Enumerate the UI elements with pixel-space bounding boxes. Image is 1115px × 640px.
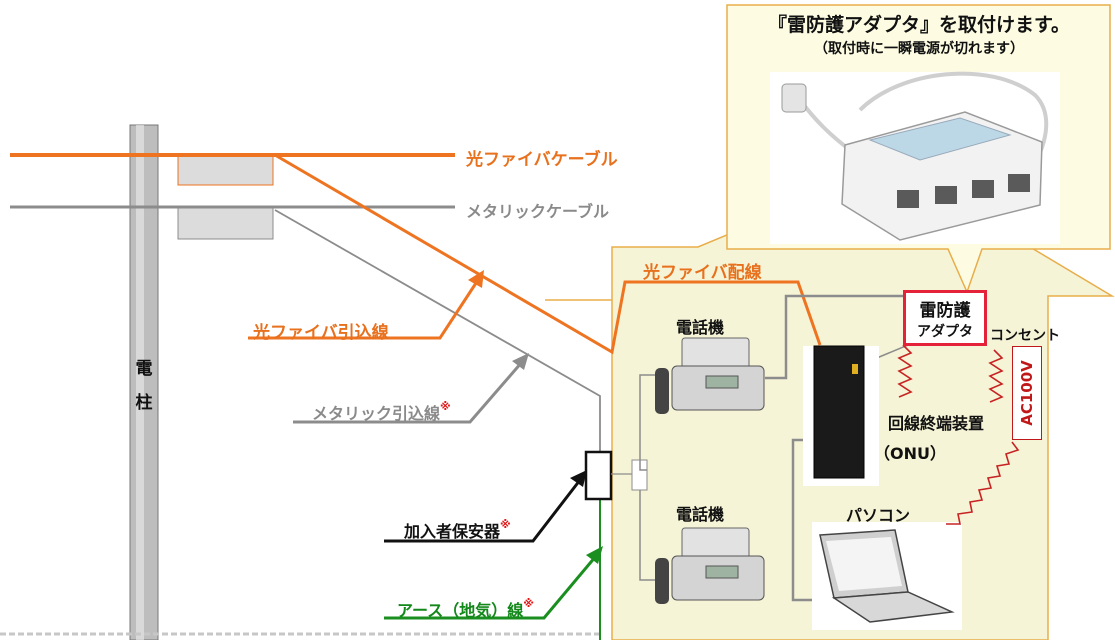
- onu-device: [803, 345, 879, 486]
- pc-label: パソコン: [846, 506, 911, 525]
- metallic-cable-label: メタリックケーブル: [466, 202, 610, 221]
- fiber-closure: [177, 154, 274, 186]
- footnote-mark: ※: [523, 597, 534, 610]
- fiber-drop-line: [274, 153, 822, 355]
- arrester-label-line2: アダプタ: [917, 324, 973, 340]
- callout-note: （取付時に一瞬電源が切れます）: [814, 41, 1024, 57]
- metallic-closure: [177, 206, 274, 240]
- lightning-arrester-adapter: 雷防護 アダプタ: [903, 290, 987, 346]
- pole-label: 電 柱: [135, 359, 153, 413]
- metallic-drop-label: メタリック引込線※: [312, 400, 451, 423]
- fiber-drop-label: 光ファイバ引込線: [253, 323, 389, 343]
- fiber-cable-label: 光ファイバケーブル: [466, 150, 618, 170]
- pc-laptop: [812, 522, 962, 630]
- phone-bottom-label: 電話機: [676, 505, 725, 524]
- subscriber-protector-label: 加入者保安器※: [404, 518, 511, 541]
- onu-paren-label: （ONU）: [874, 444, 946, 463]
- ac-voltage-label: AC100V: [1018, 360, 1036, 426]
- subscriber-protector-box: [584, 450, 613, 501]
- surge-zigzag-diagonal: [946, 441, 1020, 525]
- ac-outlet-box: [1012, 346, 1042, 440]
- telephone-bottom: [655, 527, 765, 604]
- adapter-photo: [770, 71, 1060, 244]
- outlet-label: コンセント: [990, 328, 1060, 344]
- fiber-indoor-label: 光ファイバ配線: [643, 263, 762, 283]
- footnote-mark: ※: [440, 400, 451, 413]
- leader-arrows: [248, 270, 603, 620]
- earth-wire-label: アース（地気）線※: [397, 597, 534, 620]
- telephone-top: [655, 337, 765, 414]
- arrester-label-line1: 雷防護: [919, 301, 971, 321]
- metallic-drop-line: [274, 209, 601, 452]
- surge-zigzag-right: [988, 349, 1004, 403]
- surge-zigzag-top: [897, 344, 913, 398]
- footnote-mark: ※: [500, 518, 511, 531]
- onu-label: 回線終端装置: [888, 414, 985, 433]
- callout-title: 『雷防護アダプタ』を取付けます。: [767, 14, 1071, 36]
- phone-top-label: 電話機: [676, 318, 725, 337]
